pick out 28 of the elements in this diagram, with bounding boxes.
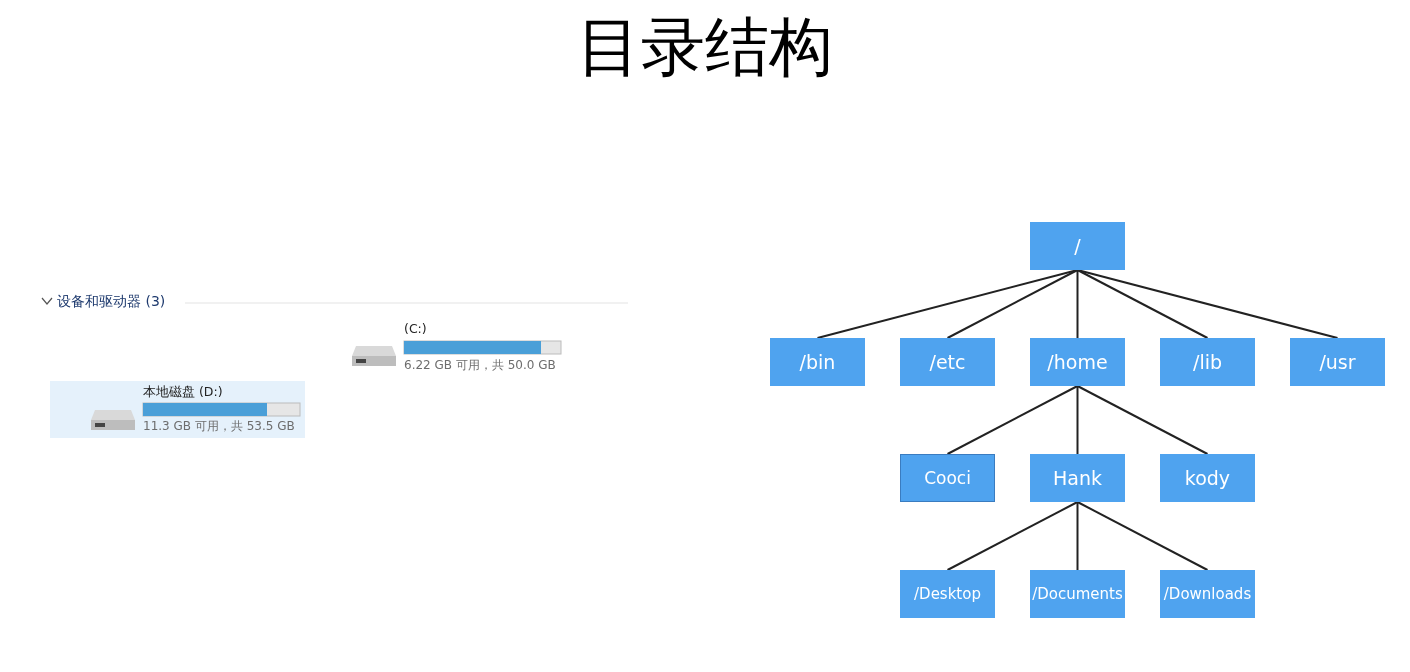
connector-line <box>1076 501 1079 571</box>
folder-box: /lib <box>1160 338 1255 386</box>
folder-box: kody <box>1160 454 1255 502</box>
connector-line <box>1076 385 1209 455</box>
connector-line <box>1076 269 1079 339</box>
folder-box: /Desktop <box>900 570 995 618</box>
drive-size-text: 11.3 GB 可用，共 53.5 GB <box>143 418 295 435</box>
folder-box: /etc <box>900 338 995 386</box>
connector-line <box>946 269 1079 339</box>
folder-box: /bin <box>770 338 865 386</box>
title: 目录结构 <box>576 9 834 86</box>
folder-box: Cooci <box>900 454 995 502</box>
connector-line <box>1076 269 1339 339</box>
folder-box: /home <box>1030 338 1125 386</box>
connector-line <box>1076 269 1209 339</box>
connector-line <box>946 385 1079 455</box>
drive-size-text: 6.22 GB 可用，共 50.0 GB <box>404 357 556 374</box>
folder-box: /Downloads <box>1160 570 1255 618</box>
connector-line <box>946 501 1079 571</box>
folder-box: / <box>1030 222 1125 270</box>
folder-box: Hank <box>1030 454 1125 502</box>
drive-name: (C:) <box>404 321 427 336</box>
connector-line <box>1076 501 1209 571</box>
section-header: 设备和驱动器 (3) <box>57 293 166 311</box>
drive-name: 本地磁盘 (D:) <box>143 384 223 401</box>
folder-box: /Documents <box>1030 570 1125 618</box>
folder-box: /usr <box>1290 338 1385 386</box>
connector-line <box>1076 385 1079 455</box>
